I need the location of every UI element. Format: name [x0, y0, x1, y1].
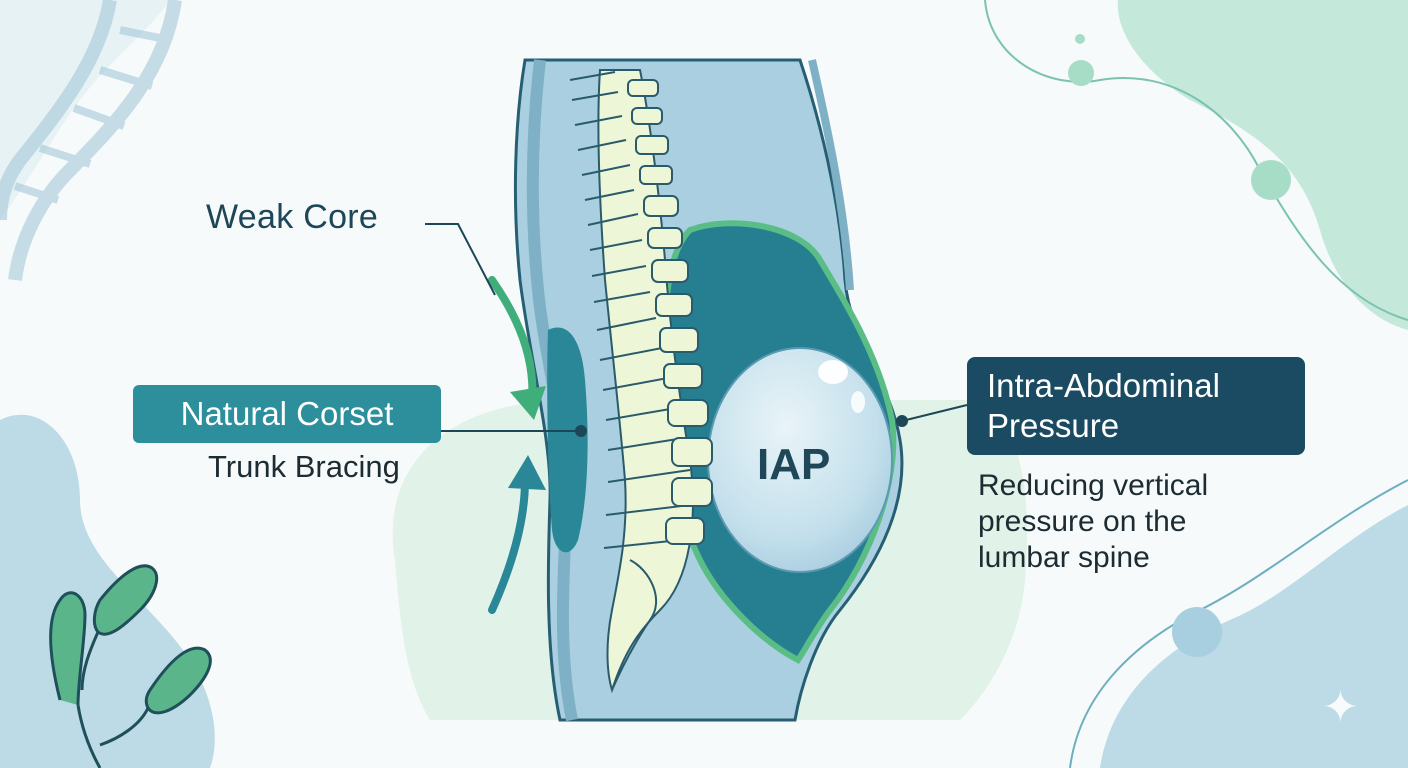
iap-label: IAP	[757, 440, 831, 489]
leader-lines	[425, 223, 968, 437]
intra-abdominal-pressure-badge: Intra-Abdominal Pressure	[967, 357, 1305, 455]
natural-corset-label: Natural Corset	[180, 395, 394, 432]
core-muscle-band	[547, 327, 588, 553]
arrow-down-head-icon	[510, 386, 546, 420]
compression-arrows	[488, 276, 546, 614]
weak-core-label: Weak Core	[206, 198, 379, 236]
lumbar-spine	[569, 69, 713, 694]
arrow-up-head-icon	[508, 455, 546, 490]
sparkle-icon: ✦	[1322, 683, 1359, 732]
bacteria-icon	[49, 564, 212, 768]
intra-abdominal-pressure-label: Intra-Abdominal Pressure	[987, 367, 1220, 444]
natural-corset-badge: Natural Corset	[133, 385, 441, 443]
reducing-pressure-caption: Reducing vertical pressure on the lumbar…	[978, 469, 1209, 574]
dna-helix-icon	[0, 0, 182, 281]
trunk-bracing-label: Trunk Bracing	[208, 449, 400, 484]
